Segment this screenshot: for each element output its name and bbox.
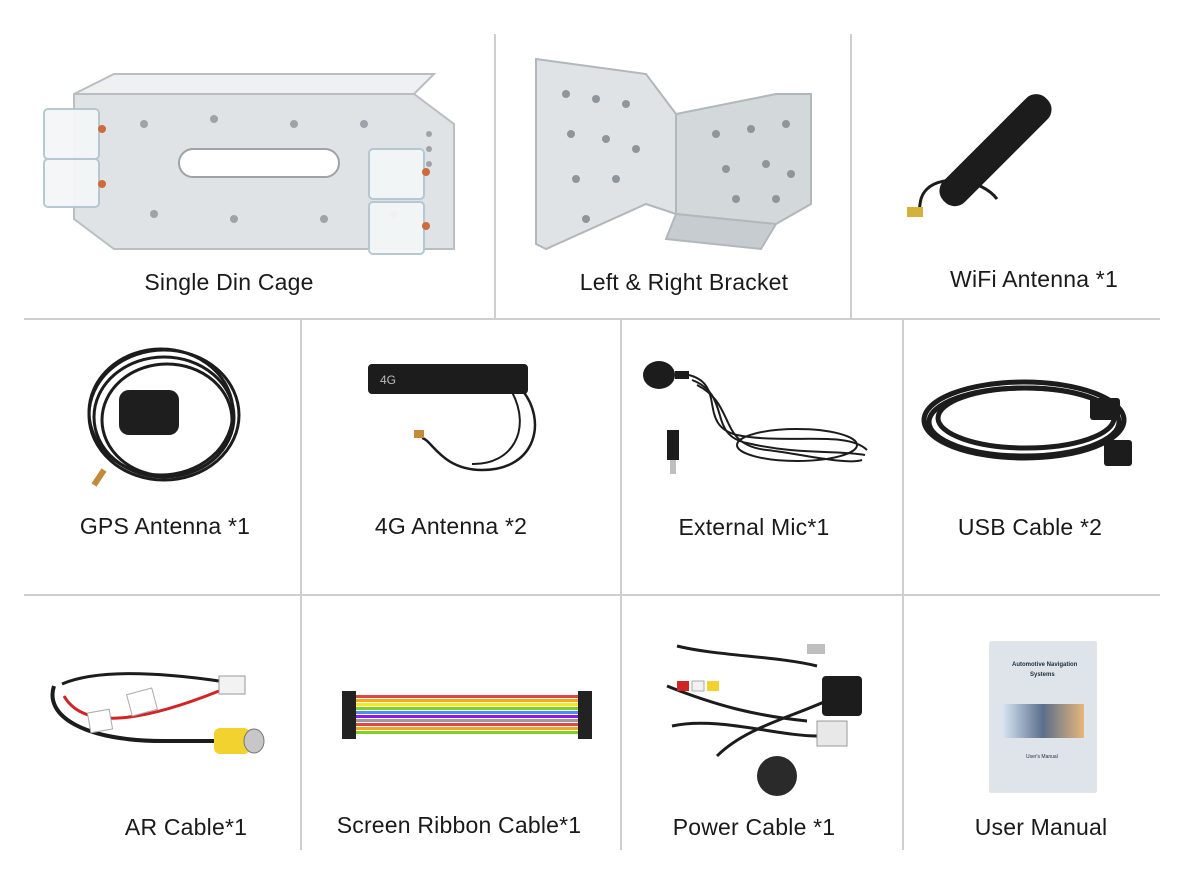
divider-bot-v2	[620, 596, 622, 850]
ribbon-cable-icon	[342, 691, 592, 741]
accessory-label: User Manual	[974, 814, 1108, 840]
accessory-label: Left & Right Bracket	[579, 269, 789, 295]
divider-top-v1	[494, 34, 496, 318]
divider-mid-v2	[620, 320, 622, 594]
divider-top-v2	[850, 34, 852, 318]
accessory-single-din-cage: Single Din Cage	[24, 34, 494, 318]
microphone-icon	[637, 355, 887, 485]
divider-mid-v1	[300, 320, 302, 594]
gps-antenna-icon	[79, 340, 249, 500]
accessory-gps-antenna: GPS Antenna *1	[24, 320, 300, 594]
accessory-external-mic: External Mic*1	[622, 320, 902, 594]
accessory-usb-cable: USB Cable *2	[904, 320, 1160, 594]
divider-bot-v1	[300, 596, 302, 850]
accessory-ar-cable: AR Cable*1	[24, 596, 300, 850]
accessory-label: GPS Antenna *1	[79, 513, 251, 539]
accessory-label: 4G Antenna *2	[374, 513, 528, 539]
divider-h1	[24, 318, 1160, 320]
divider-bot-v3	[902, 596, 904, 850]
accessory-label: Power Cable *1	[672, 814, 836, 840]
manual-title-line2: Systems	[1030, 672, 1055, 678]
accessory-label: External Mic*1	[678, 514, 830, 540]
accessory-label: Screen Ribbon Cable*1	[336, 812, 582, 838]
ar-cable-icon	[44, 656, 284, 786]
accessory-screen-ribbon-cable: Screen Ribbon Cable*1	[302, 596, 620, 850]
single-din-cage-icon	[34, 54, 474, 284]
usb-cable-icon	[914, 360, 1144, 480]
4g-antenna-icon: 4G	[362, 360, 562, 480]
power-cable-icon	[657, 626, 877, 796]
divider-h2	[24, 594, 1160, 596]
accessory-label: AR Cable*1	[124, 814, 248, 840]
bracket-icon	[526, 54, 826, 264]
user-manual-icon: Automotive Navigation Systems User's Man…	[990, 642, 1096, 792]
4g-badge: 4G	[380, 373, 396, 387]
accessory-left-right-bracket: Left & Right Bracket	[496, 34, 850, 318]
divider-mid-v3	[902, 320, 904, 594]
accessory-wifi-antenna: WiFi Antenna *1	[852, 34, 1160, 318]
manual-subtitle: User's Manual	[1026, 754, 1058, 760]
manual-title-line1: Automotive Navigation	[1012, 662, 1078, 668]
manual-screen-image	[1002, 704, 1084, 738]
accessory-power-cable: Power Cable *1	[622, 596, 902, 850]
wifi-antenna-icon	[902, 79, 1142, 239]
accessory-user-manual: Automotive Navigation Systems User's Man…	[904, 596, 1160, 850]
accessory-label: USB Cable *2	[957, 514, 1103, 540]
accessory-4g-antenna: 4G 4G Antenna *2	[302, 320, 620, 594]
accessory-label: WiFi Antenna *1	[950, 266, 1118, 292]
accessory-label: Single Din Cage	[144, 269, 314, 295]
